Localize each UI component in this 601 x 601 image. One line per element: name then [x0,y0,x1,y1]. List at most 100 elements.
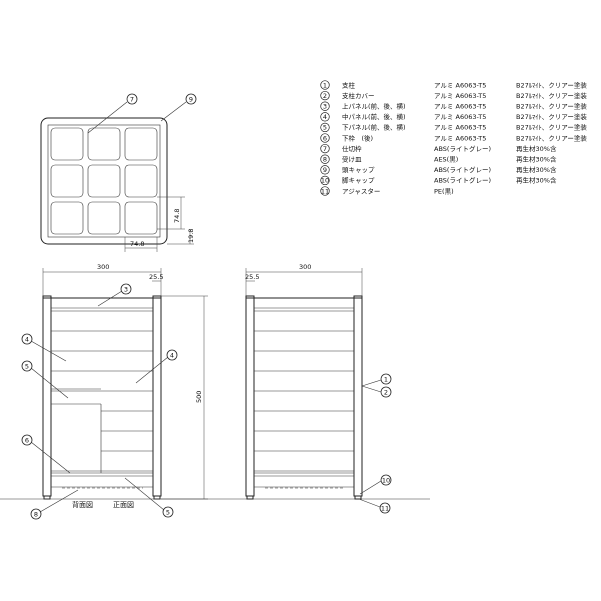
parts-name: 中パネル(前、後、横) [342,112,406,121]
parts-number-circle [320,186,330,196]
callout-5-left: 5 [21,360,33,372]
height-dimension: 500 [161,295,208,500]
callout-4-right: 4 [166,349,178,361]
parts-finish: 再生材30%含 [516,155,557,164]
parts-finish: B27ﾙﾏｲﾄ、クリアー塗装 [516,133,587,142]
parts-material: ABS(ライトグレー) [434,144,491,153]
callout-9: 9 [185,93,197,105]
parts-no: 3 [323,103,327,111]
parts-no: 8 [323,156,327,164]
parts-number-circle [320,80,330,90]
parts-row: 4 中パネル(前、後、横) アルミ A6063-T5 B27ﾙﾏｲﾄ、クリアー塗装 [320,112,587,122]
parts-material: アルミ A6063-T5 [434,134,486,142]
parts-number-circle [320,112,330,122]
dim-side-side: 25.5 [245,273,259,281]
parts-row: 1 支柱 アルミ A6063-T5 B27ﾙﾏｲﾄ、クリアー塗装 [320,80,587,90]
parts-name: 下パネル(前、後、横) [342,123,406,132]
parts-number-circle [320,175,330,186]
svg-text:8: 8 [34,511,38,519]
callout-1: 1 [380,373,392,385]
parts-name: 下枠 (後) [342,133,373,142]
parts-finish: B27ﾙﾏｲﾄ、クリアー塗装 [516,123,587,132]
caption-back-view: 背面図 [72,500,93,509]
parts-number-circle [320,143,330,154]
callout-2: 2 [380,386,392,398]
parts-material: アルミ A6063-T5 [434,124,486,132]
callout-11: 11 [379,502,391,514]
parts-no: 1 [323,81,327,89]
parts-no: 9 [323,166,327,174]
svg-text:5: 5 [166,509,170,517]
svg-text:10: 10 [382,477,390,485]
dim-back-side: 25.5 [149,273,163,281]
parts-name: 受け皿 [342,155,362,164]
svg-text:11: 11 [381,505,389,513]
svg-text:6: 6 [25,437,29,445]
side-slats [254,307,354,488]
parts-name: 支柱カバー [342,91,375,100]
parts-no: 6 [323,134,327,142]
parts-number-circle [320,165,330,175]
svg-text:4: 4 [170,352,174,360]
parts-finish: B27ﾙﾏｲﾄ、クリアー塗装 [516,102,587,111]
back-front-view: 300 25.5 [21,263,178,520]
svg-text:9: 9 [189,96,193,104]
parts-finish: 再生材30%含 [516,165,557,174]
parts-material: ABS(ライトグレー) [434,165,491,174]
parts-material: PE(黒) [434,187,454,195]
callout-3: 3 [120,283,132,295]
dim-cell-width: 74.8 [130,240,144,248]
parts-material: アルミ A6063-T5 [434,92,486,100]
callout-4-left: 4 [21,333,33,345]
parts-finish: 再生材30%含 [516,176,557,185]
parts-name: 脚キャップ [342,176,375,185]
partition-grid [50,127,158,235]
parts-finish: 再生材30%含 [516,144,557,153]
parts-finish: B27ﾙﾏｲﾄ、クリアー塗装 [516,112,587,121]
callout-6: 6 [21,434,33,446]
callout-7: 7 [126,93,138,105]
parts-material: ABS(ライトグレー) [434,176,491,185]
parts-row: 5 下パネル(前、後、横) アルミ A6063-T5 B27ﾙﾏｲﾄ、クリアー塗装 [320,123,587,133]
parts-row: 8 受け皿 AES(黒) 再生材30%含 [320,154,557,164]
parts-material: アルミ A6063-T5 [434,103,486,111]
panel-slats [51,307,153,488]
dim-cell-height: 74.8 [173,209,181,223]
parts-finish: B27ﾙﾏｲﾄ、クリアー塗装 [516,91,587,100]
dim-frame: 19.8 [187,229,195,243]
parts-number-circle [320,154,330,164]
parts-number-circle [320,133,330,143]
parts-material: アルミ A6063-T5 [434,81,486,89]
parts-row: 6 下枠 (後) アルミ A6063-T5 B27ﾙﾏｲﾄ、クリアー塗装 [320,133,587,143]
caption-front-view: 正面図 [113,501,134,509]
side-view: 300 25.5 1 [245,263,392,514]
parts-no: 4 [323,113,327,121]
parts-no: 5 [323,124,327,132]
parts-name: 仕切枠 [342,144,362,153]
parts-no: 2 [323,92,327,100]
parts-material: AES(黒) [434,156,458,164]
parts-name: 頭キャップ [342,166,375,174]
parts-number-circle [320,90,330,101]
dim-back-width: 300 [97,263,109,271]
svg-text:5: 5 [25,363,29,371]
parts-finish: B27ﾙﾏｲﾄ、クリアー塗装 [516,80,587,89]
parts-material: アルミ A6063-T5 [434,113,486,121]
svg-text:1: 1 [384,376,388,384]
parts-number-circle [320,101,330,111]
svg-text:7: 7 [130,96,134,104]
svg-text:3: 3 [124,286,128,294]
parts-row: 9 頭キャップ ABS(ライトグレー) 再生材30%含 [320,165,557,175]
svg-text:4: 4 [25,336,29,344]
top-view: 74.8 74.8 19.8 7 9 [40,93,197,252]
parts-name: 支柱 [342,80,356,89]
dim-side-width: 300 [299,263,311,271]
dim-height: 500 [195,391,203,403]
parts-name: アジャスター [342,186,380,195]
